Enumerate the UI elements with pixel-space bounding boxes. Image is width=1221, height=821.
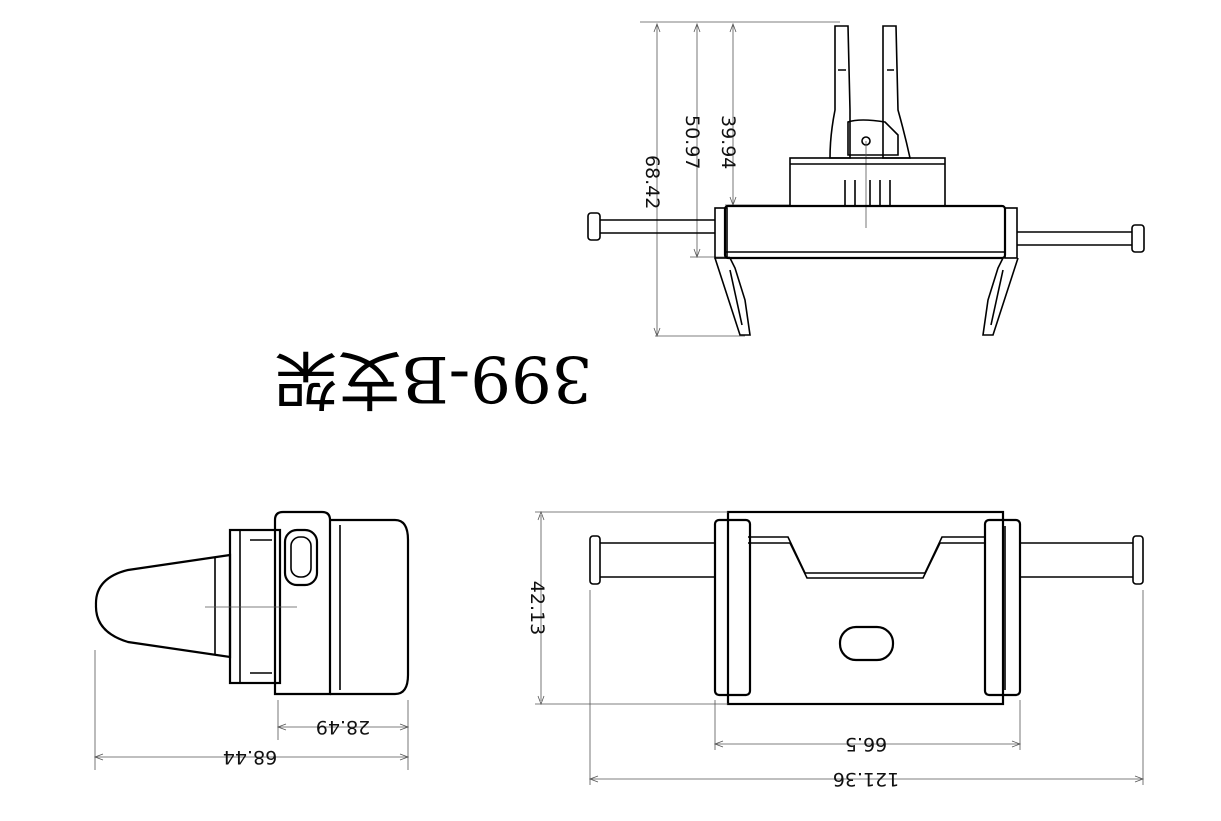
dimension-50-97: 50.97 xyxy=(681,115,703,169)
front-dimension-lines xyxy=(640,21,840,338)
legs xyxy=(714,257,1019,336)
side-view: 28.49 68.44 xyxy=(93,510,410,770)
dimension-42-13: 42.13 xyxy=(526,581,548,635)
clip-fingers xyxy=(829,25,911,228)
dimension-39-94: 39.94 xyxy=(717,115,739,169)
dimension-68-42: 68.42 xyxy=(641,155,663,209)
side-rods xyxy=(587,212,1145,253)
dimension-66-5: 66.5 xyxy=(845,733,887,755)
hub xyxy=(789,157,946,207)
top-view: 42.13 66.5 121.36 xyxy=(526,510,1145,790)
dimension-28-49: 28.49 xyxy=(316,716,370,738)
drawing-title: 399-B支架 xyxy=(274,341,593,415)
dimension-121-36: 121.36 xyxy=(833,768,899,790)
front-view: 39.94 50.97 68.42 xyxy=(587,21,1145,338)
dimension-68-44: 68.44 xyxy=(223,746,277,768)
